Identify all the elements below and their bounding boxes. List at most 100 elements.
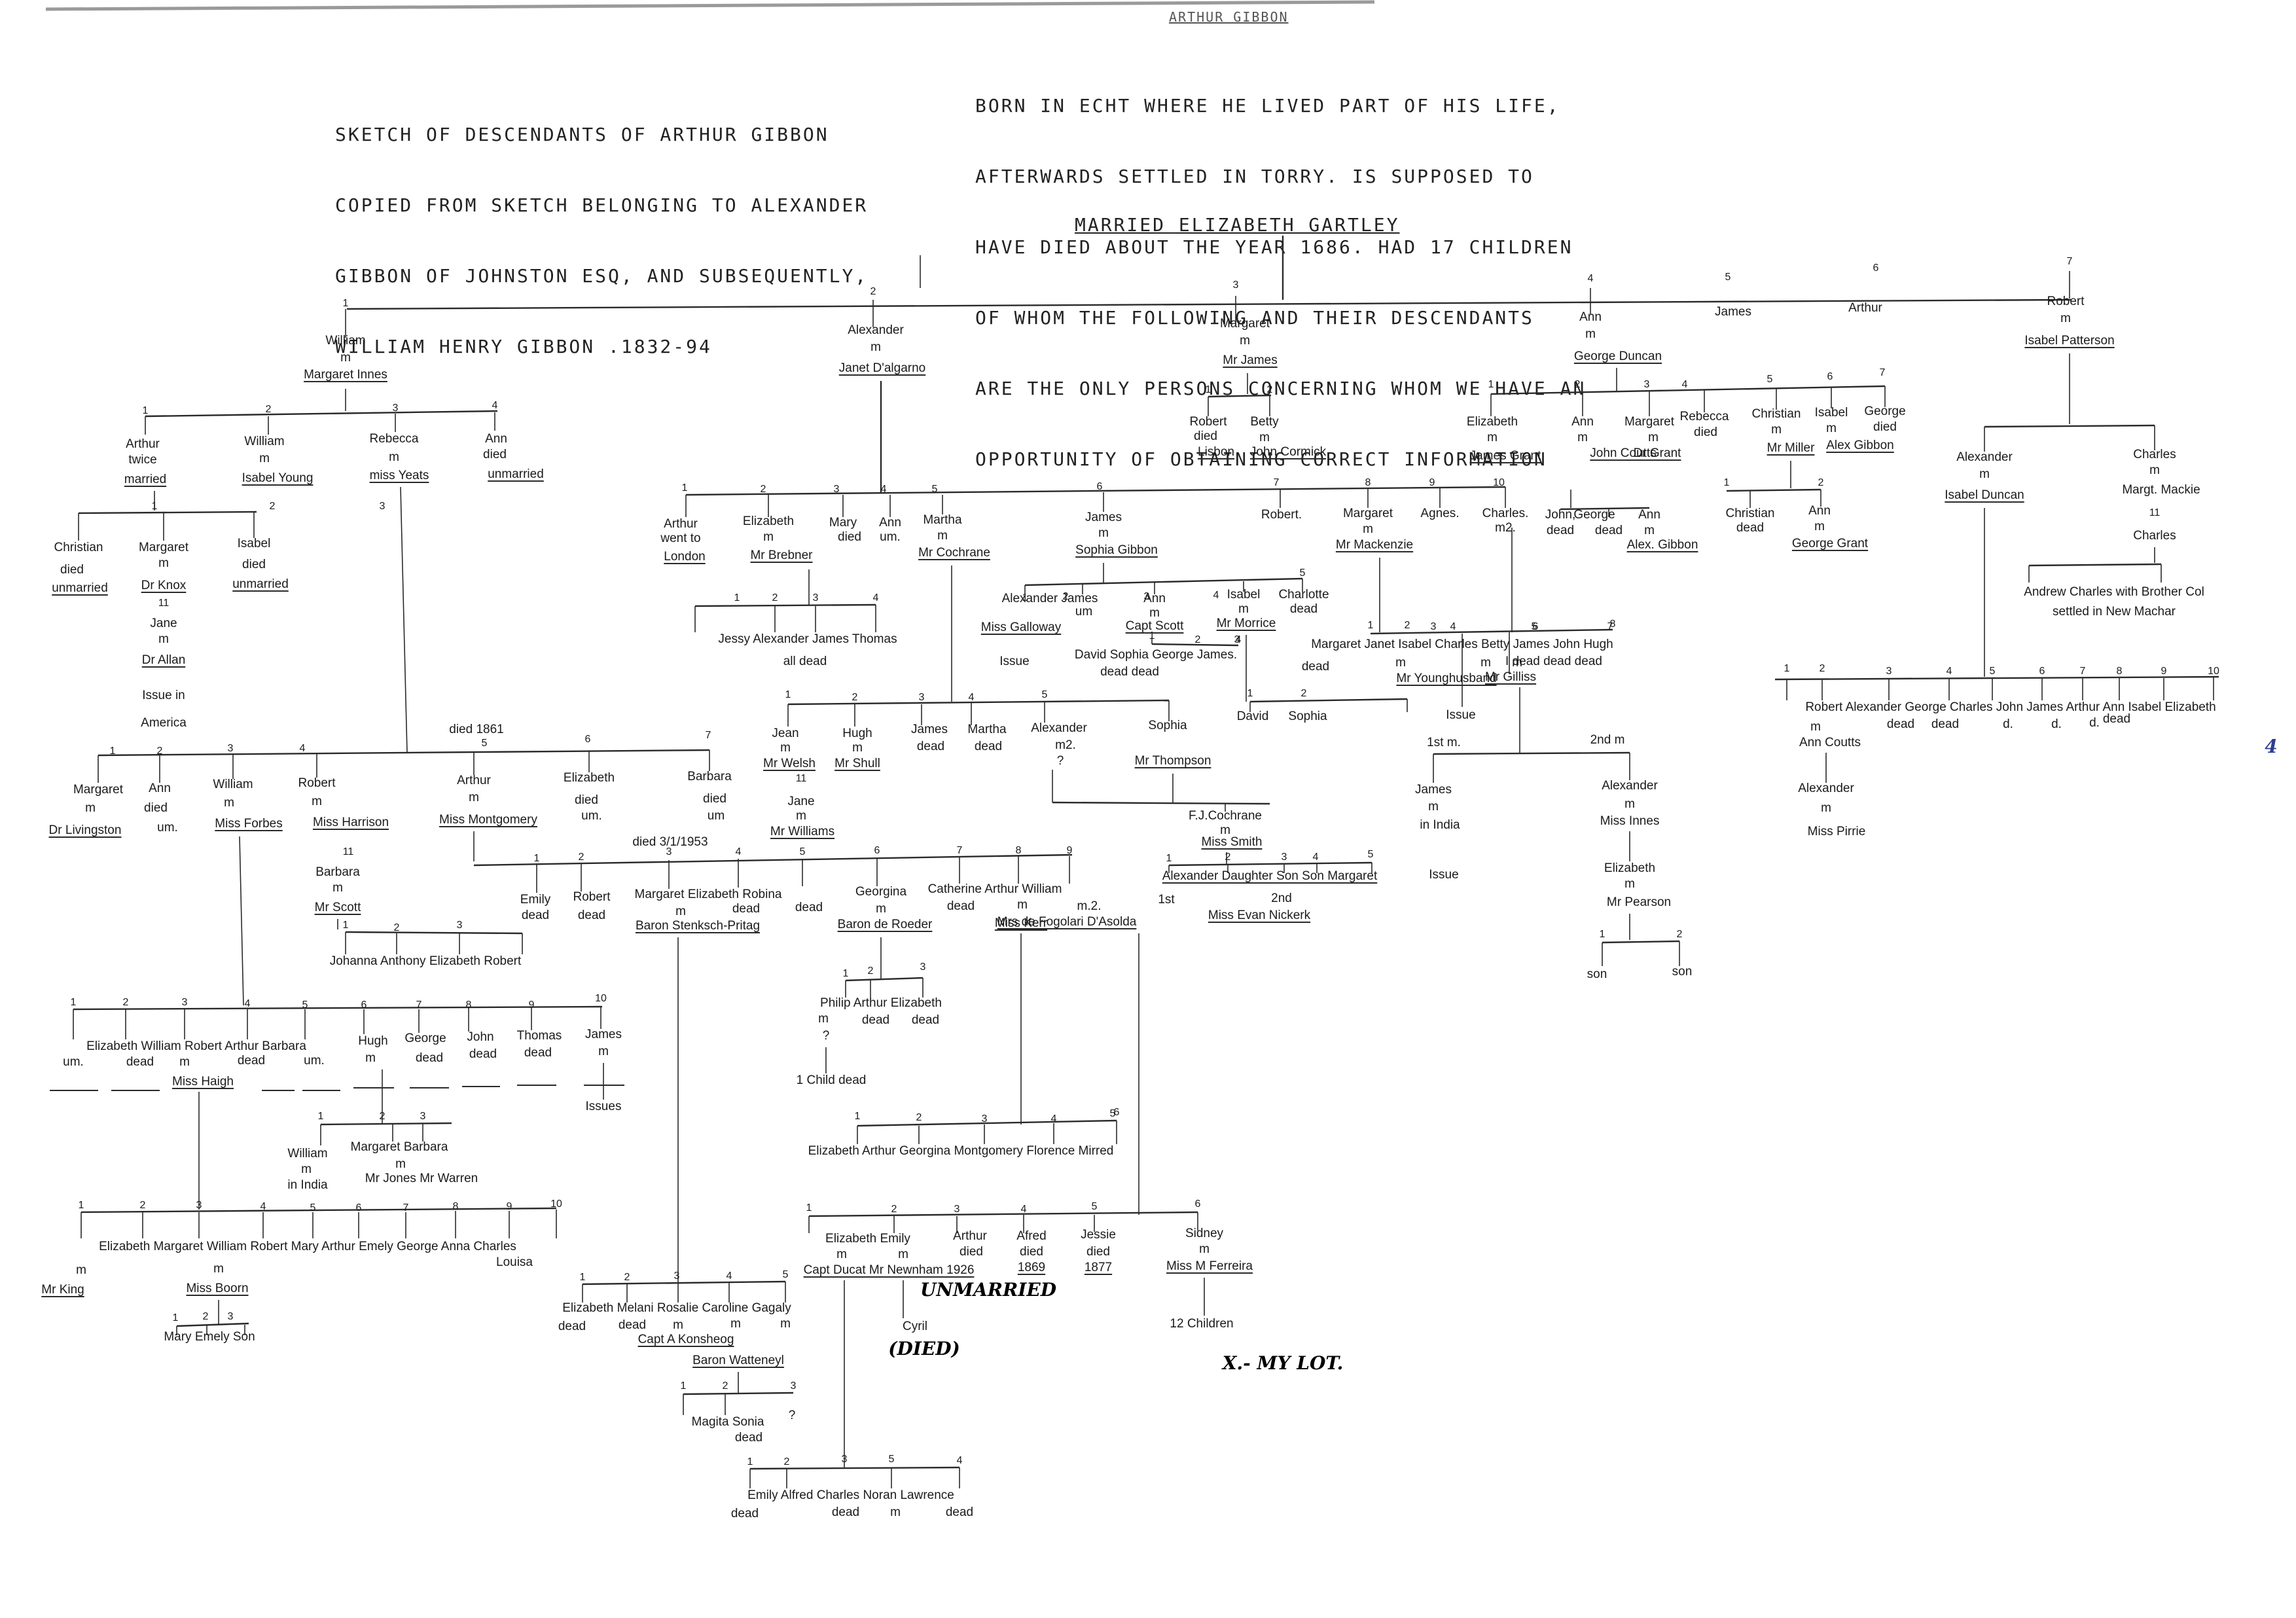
generation-number: 2 [891,1204,897,1215]
person-label: dead [1931,717,1959,731]
person-label: um. [63,1055,84,1069]
person-label: dead [975,740,1002,753]
person-label: dead [1595,524,1623,537]
generation-number: 5 [932,484,938,495]
generation-number: 1 [785,689,791,700]
generation-number: 2 [761,484,766,495]
generation-number: 10 [2208,666,2219,677]
person-label: m [1826,422,1837,435]
generation-number: 4 [300,743,306,754]
person-label: m [365,1051,376,1065]
generation-number: 10 [595,993,607,1004]
person-label: Isabel Patterson [2024,334,2114,348]
generation-number: 2 [723,1380,728,1392]
person-label: F.J.Cochrane [1189,809,1262,823]
generation-number: 3 [842,1454,848,1465]
underline-layer [41,347,2115,1368]
generation-number: 1 [152,501,158,512]
person-label: Robert. [1261,508,1302,522]
person-label: John Cormick [1250,445,1327,459]
person-label: went to [660,531,700,545]
person-label: David [1237,710,1269,723]
person-label: m [224,796,234,810]
person-label: died [703,792,726,806]
person-label: m [780,1317,791,1331]
person-label: Elizabeth [1604,861,1655,875]
generation-number: 3 [196,1200,202,1211]
person-label: m2. [1055,738,1076,752]
person-label: Sophia [1148,719,1187,732]
generation-number: 3 [1233,279,1239,291]
person-label: David Sophia George James. [1075,648,1237,662]
person-label: dead [416,1051,443,1065]
person-label: Charles [2133,448,2176,461]
person-label: married [124,473,166,486]
generation-number: 1 [1206,384,1211,395]
person-label: settled in New Machar [2053,605,2176,619]
generation-number: 2 [203,1311,209,1322]
person-label: Emily Alfred Charles Noran Lawrence [747,1488,954,1502]
person-label: Elizabeth Arthur Georgina Montgomery Flo… [808,1144,1114,1158]
person-label: Andrew Charles with Brother Col [2024,585,2204,599]
person-label: dead dead [1100,665,1159,679]
generation-number: 9 [529,999,535,1011]
person-label: m [1821,801,1831,815]
page-number: 4 [2265,736,2277,757]
person-label: Mr Gilliss [1485,670,1536,684]
person-label: son [1672,965,1693,979]
person-label: Dr Allan [142,653,186,667]
person-label: Mr Shull [834,757,880,770]
generation-number: 5 [783,1269,789,1280]
person-label: 12 Children [1170,1317,1233,1331]
person-label: John Coutts [1590,446,1656,460]
person-label: m [1644,524,1655,537]
person-label: m [1814,520,1825,533]
generation-number: 5 [1110,1108,1116,1119]
generation-number: 5 [1092,1201,1098,1212]
person-label: James [1715,305,1751,319]
person-label: Ann [149,782,171,795]
person-label: dead [2103,712,2130,726]
person-label: William [325,334,365,348]
person-label: Mr Welsh [763,757,816,770]
person-label: Magita Sonia [692,1415,764,1429]
generation-number: 7 [706,730,711,741]
person-label: m [1363,522,1373,536]
generation-number: 6 [874,845,880,856]
person-label: Sophia Gibbon [1075,543,1158,557]
born-note-line: BORN IN ECHT WHERE HE LIVED PART OF HIS … [975,95,1560,117]
person-label: Christian [1726,507,1775,520]
generation-number: 4 [1946,666,1952,677]
person-label: dead [1547,524,1574,537]
person-label: Mr Younghusband [1396,672,1496,685]
generation-number: 4 [1236,634,1242,645]
person-label: dead [731,1507,759,1520]
generation-number: 2 [1575,379,1581,390]
person-label: James Grant [1470,449,1541,463]
person-label: Arthur [953,1229,987,1243]
person-label: ? [789,1409,796,1422]
generation-number: 5 [1042,689,1048,700]
person-label: James [1415,783,1452,797]
person-label: m [85,801,96,815]
generation-number: 6 [1533,621,1539,632]
person-label: died [1694,425,1717,439]
person-label: Elizabeth Emily [825,1232,910,1246]
generation-number: 2 [380,1111,386,1122]
generation-number: 2 [266,404,272,415]
person-label: d. [2089,716,2100,730]
person-label: died [144,801,168,815]
person-label: Barbara [315,865,360,879]
person-label: died 1861 [449,723,503,736]
person-label: Margaret [1624,415,1675,429]
generation-number: 4 [1588,273,1594,284]
generation-number: 4 [1682,379,1688,390]
generation-number: 3 [1144,591,1150,602]
person-label: m.2. [1077,899,1102,913]
generation-number: 5 [1767,374,1773,385]
person-label: Louisa [496,1255,533,1269]
person-label: m [332,881,343,895]
person-label: Arthur [457,774,491,787]
generation-number: 6 [2039,666,2045,677]
person-label: Mr Cochrane [918,546,990,560]
